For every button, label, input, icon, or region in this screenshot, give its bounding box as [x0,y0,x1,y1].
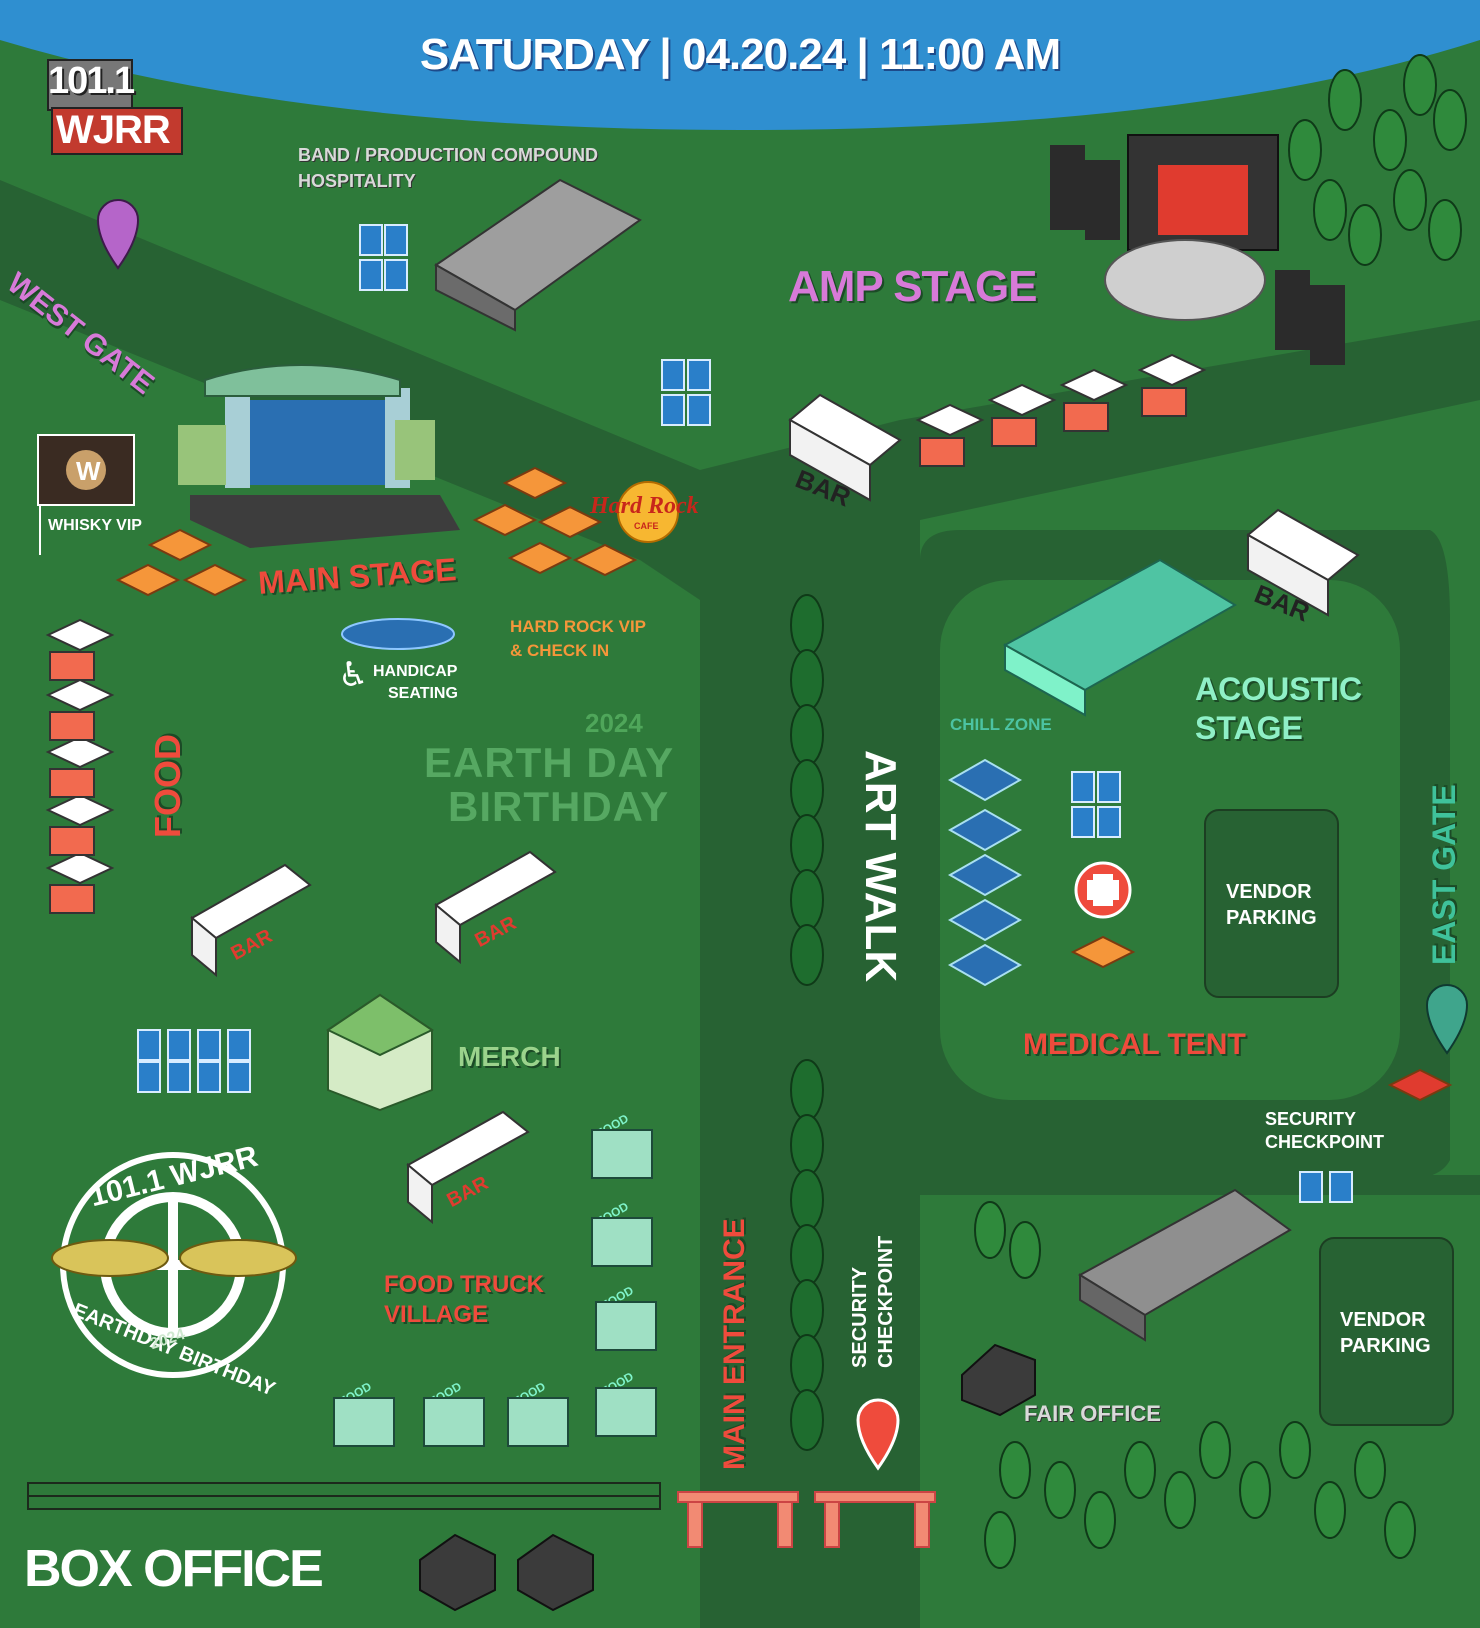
event-year: 2024 [585,708,643,738]
hard-rock-vip-label: HARD ROCK VIP [510,617,647,636]
handicap-seating-label-2: SEATING [388,685,458,702]
whisky-vip-logo-icon: W [76,456,101,486]
medical-tent-label: MEDICAL TENT [1023,1028,1246,1061]
vendor-parking-south-label-2: PARKING [1340,1335,1431,1357]
band-compound-label-2: HOSPITALITY [298,171,416,191]
vendor-parking-east-label-2: PARKING [1226,907,1317,929]
box-office-label: BOX OFFICE [24,1540,324,1598]
acoustic-stage-label: ACOUSTIC [1195,671,1363,707]
merch-label: MERCH [458,1041,561,1072]
hard-rock-logo-sub: CAFE [634,521,659,531]
hard-rock-checkin-label: & CHECK IN [510,641,610,660]
acoustic-stage-label-2: STAGE [1195,710,1303,746]
chill-zone-label: CHILL ZONE [950,715,1052,734]
event-name-line1: EARTH DAY [424,739,675,786]
whisky-vip-label: WHISKY VIP [48,517,142,534]
security-checkpoint-east-label-2: CHECKPOINT [1265,1132,1385,1152]
band-compound-label: BAND / PRODUCTION COMPOUND [298,145,598,165]
security-checkpoint-east-label: SECURITY [1265,1109,1357,1129]
wheelchair-icon: ♿ [338,656,369,694]
fair-office-label: FAIR OFFICE [1024,1401,1161,1426]
station-logo-frequency: 101.1 [48,60,135,102]
event-name-line2: BIRTHDAY [448,783,670,830]
handicap-seating-label: HANDICAP [373,663,458,680]
food-truck-village-label: FOOD TRUCK [384,1271,544,1298]
station-logo-callsign: WJRR [56,108,171,152]
vendor-parking-south-label: VENDOR [1340,1309,1426,1331]
food-truck-village-label-2: VILLAGE [384,1301,489,1328]
event-date-banner: SATURDAY | 04.20.24 | 11:00 AM [419,30,1061,79]
hard-rock-logo: Hard Rock [590,493,699,519]
amp-stage-label: AMP STAGE [788,262,1038,311]
vendor-parking-east-label: VENDOR [1226,881,1312,903]
